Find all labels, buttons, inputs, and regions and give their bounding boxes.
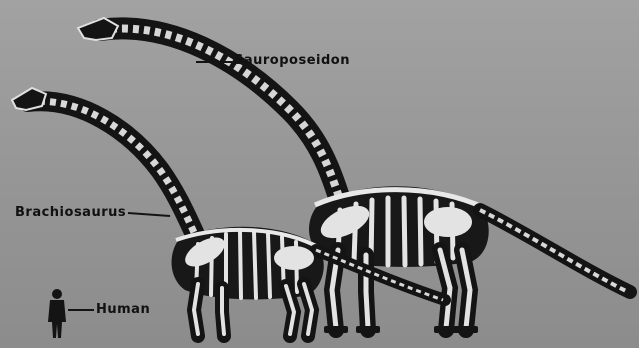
leader-line-brachiosaurus	[128, 213, 170, 216]
label-brachiosaurus: Brachiosaurus	[15, 205, 126, 220]
human-silhouette-icon	[48, 289, 66, 338]
label-human: Human	[96, 302, 150, 317]
label-sauroposeidon: Sauroposeidon	[234, 53, 350, 68]
